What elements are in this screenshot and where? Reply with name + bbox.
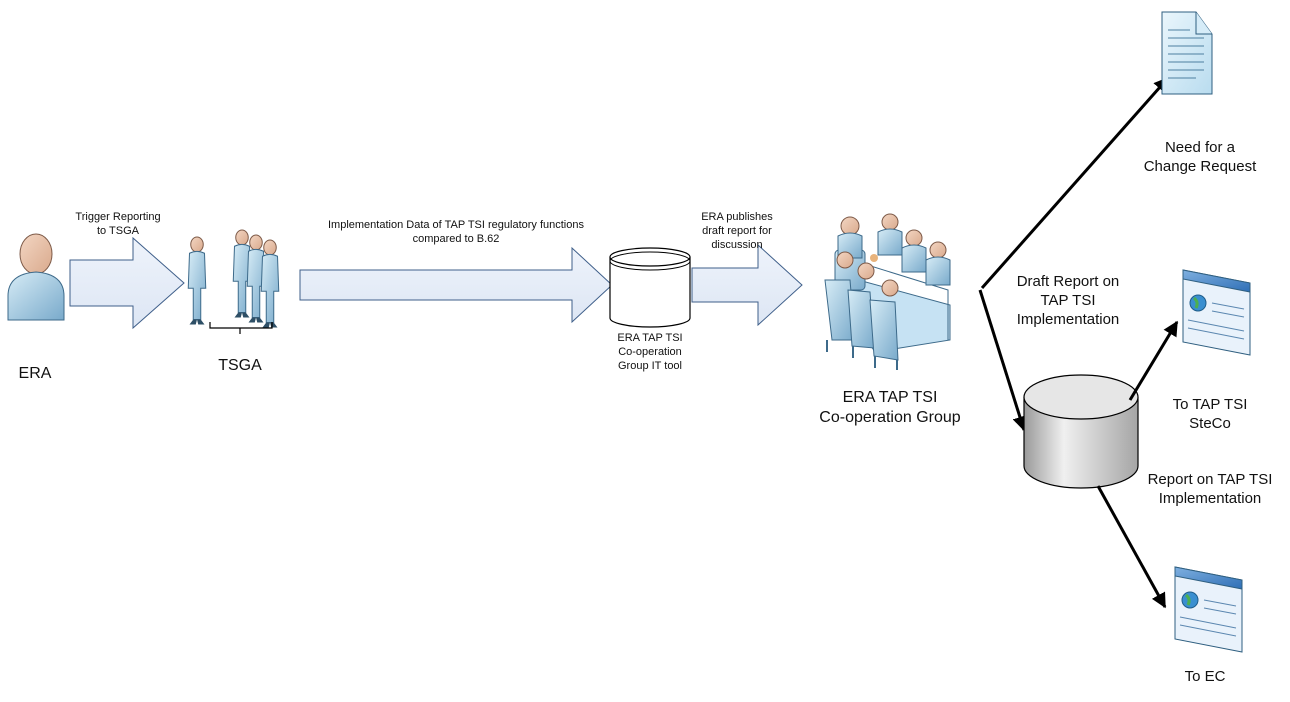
coop-group-label: ERA TAP TSI Co-operation Group (819, 389, 961, 426)
change-request-connector (980, 76, 1170, 289)
report-label: Report on TAP TSI Implementation (1147, 471, 1273, 507)
tsga-label: TSGA (218, 357, 262, 374)
document-icon (1161, 11, 1213, 95)
draft-report-connector (978, 289, 1028, 432)
publishes-label: ERA publishes draft report for discussio… (701, 211, 773, 251)
it-tool-database-icon (609, 247, 691, 328)
it-tool-label: ERA TAP TSI Co-operation Group IT tool (617, 332, 683, 372)
trigger-label: Trigger Reporting to TSGA (75, 211, 161, 237)
ec-label: To EC (1184, 668, 1226, 685)
trigger-arrow (69, 236, 185, 330)
steco-connector (1128, 320, 1179, 401)
era-person-icon (7, 233, 65, 321)
tsga-group-icon (187, 229, 280, 334)
publishes-arrow (691, 243, 803, 327)
implementation-data-arrow (299, 246, 613, 324)
era-label: ERA (18, 365, 52, 382)
change-request-label: Need for a Change Request (1143, 139, 1257, 175)
ec-connector (1096, 485, 1167, 609)
draft-report-label: Draft Report on TAP TSI Implementation (1016, 273, 1120, 328)
ec-webpage-icon (1174, 566, 1243, 653)
report-database-icon (1023, 374, 1139, 489)
implementation-data-label: Implementation Data of TAP TSI regulator… (328, 219, 584, 245)
steco-webpage-icon (1182, 269, 1251, 356)
steco-label: To TAP TSI SteCo (1172, 396, 1248, 432)
meeting-group-icon (824, 213, 951, 370)
